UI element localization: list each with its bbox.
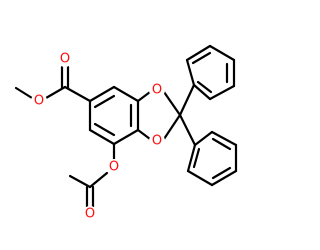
atom-label-o: O	[152, 134, 162, 149]
bond-lower-phenyl-p2-p3	[210, 130, 238, 147]
bond-methoxy-o-to-methyl	[14, 86, 34, 100]
bond-ring-a5-a6	[88, 128, 116, 146]
bond-ring-a1-a2-inner	[93, 94, 116, 109]
bond-lower-phenyl-p5-p6	[186, 169, 214, 187]
bond-ring-a2-a3	[112, 85, 140, 103]
bond-ester-to-methoxy-o	[44, 85, 67, 100]
atom-o-ring-top: O	[149, 82, 165, 98]
bond-ketal-to-upper-phenyl	[178, 83, 196, 117]
bond-upper-phenyl-p2-p3	[185, 44, 212, 62]
bond-ring-a5-a6-inner	[93, 122, 116, 137]
bond-acyl-carbon-to-methyl	[68, 174, 92, 189]
atom-o-ring-bottom: O	[149, 133, 165, 149]
bond-lower-phenyl-p1-p2	[193, 130, 214, 147]
bond-ring-to-o-bottom	[136, 128, 152, 141]
bond-ring-a4-a5	[112, 128, 140, 146]
bond-lower-phenyl-p6-p1	[186, 143, 197, 173]
bond-lower-phenyl-p4-p5	[210, 169, 238, 187]
bond-lower-phenyl-inner-2	[211, 166, 232, 180]
atom-label-o: O	[109, 160, 119, 175]
atom-o-carbonyl-ester: O	[57, 51, 73, 67]
bond-ketal-to-lower-phenyl	[178, 113, 197, 147]
atom-label-o: O	[60, 52, 70, 67]
bond-lower-phenyl-inner-3	[192, 147, 201, 169]
molecule-structure-diagram: O O O O O O	[14, 44, 238, 222]
bond-ring-to-o-top	[136, 90, 152, 103]
atom-o-acetoxy: O	[106, 159, 122, 175]
bond-layer	[14, 44, 238, 209]
bond-upper-phenyl-inner-3	[196, 80, 213, 94]
atom-o-methoxy: O	[31, 93, 47, 109]
bond-upper-phenyl-p5-p6	[208, 84, 236, 101]
bond-ring-a1-a2	[88, 85, 116, 103]
bond-lower-phenyl-inner-1	[211, 137, 232, 151]
bond-o-bottom-to-ketal-carbon	[162, 113, 182, 141]
bond-upper-phenyl-p6-p1	[192, 83, 212, 101]
bond-acetoxy-o-to-acyl-carbon	[88, 171, 109, 189]
bond-upper-phenyl-p3-p4	[208, 44, 236, 62]
bond-ring-to-ester-carbon	[63, 85, 92, 103]
atom-label-o: O	[85, 207, 95, 222]
bond-o-top-to-ketal-carbon	[162, 90, 182, 117]
atom-label-o: O	[34, 94, 44, 109]
bond-upper-phenyl-inner-1	[191, 51, 212, 65]
atom-label-layer: O O O O O O	[31, 51, 165, 222]
bond-upper-phenyl-p1-p2	[185, 58, 196, 87]
atom-o-acetyl-carbonyl: O	[82, 206, 98, 222]
atom-label-o: O	[152, 83, 162, 98]
